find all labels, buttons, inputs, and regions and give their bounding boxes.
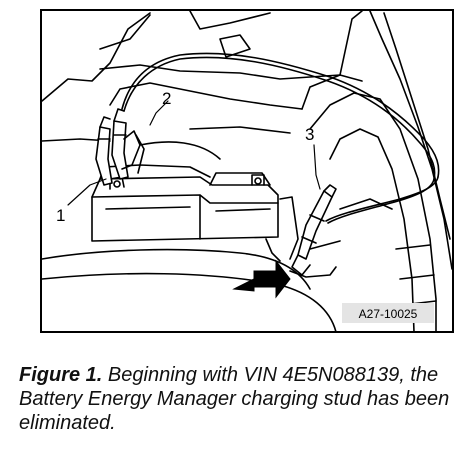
arrow-icon (232, 259, 291, 299)
figure-caption: Figure 1. Beginning with VIN 4E5N088139,… (19, 363, 464, 435)
battery-tray (41, 196, 337, 333)
side-wall (309, 92, 437, 333)
callout-2: 2 (162, 89, 171, 108)
callout-leaders (67, 100, 321, 206)
battery-diagram-svg: 1 2 3 A27-10025 (40, 9, 454, 333)
caption-label: Figure 1. (19, 364, 103, 386)
jumper-clamp-right (289, 184, 337, 278)
reference-code-box (342, 303, 434, 323)
body-panels (41, 10, 453, 270)
jumper-cable (121, 52, 440, 224)
reference-code: A27-10025 (359, 307, 418, 321)
battery (91, 164, 279, 242)
caption-text: Beginning with VIN 4E5N088139, the Batte… (19, 364, 450, 434)
battery-illustration: 1 2 3 A27-10025 (40, 9, 454, 333)
callout-1: 1 (56, 206, 65, 225)
callout-3: 3 (305, 125, 314, 144)
